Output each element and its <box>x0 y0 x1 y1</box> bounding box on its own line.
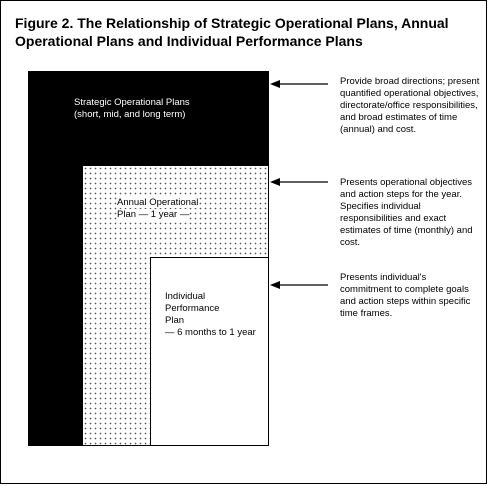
strategic-plans-description: Provide broad directions; present quanti… <box>340 76 480 135</box>
arrow-left-icon <box>270 178 328 186</box>
individual-plan-label: Individual Performance Plan — 6 months t… <box>165 291 256 338</box>
individual-plan-box <box>150 257 269 446</box>
strategic-plans-label: Strategic Operational Plans (short, mid,… <box>74 97 190 120</box>
annual-plan-label-text: Annual Operational Plan — 1 year — <box>117 197 199 220</box>
arrow-left-icon <box>270 80 328 88</box>
individual-plan-description: Presents individual's commitment to comp… <box>340 272 471 319</box>
annual-plan-label: Annual Operational Plan — 1 year — <box>117 197 257 221</box>
annual-plan-description: Presents operational objectives and acti… <box>340 177 473 248</box>
figure-title: Figure 2. The Relationship of Strategic … <box>15 15 449 49</box>
arrow-left-icon <box>270 281 328 289</box>
